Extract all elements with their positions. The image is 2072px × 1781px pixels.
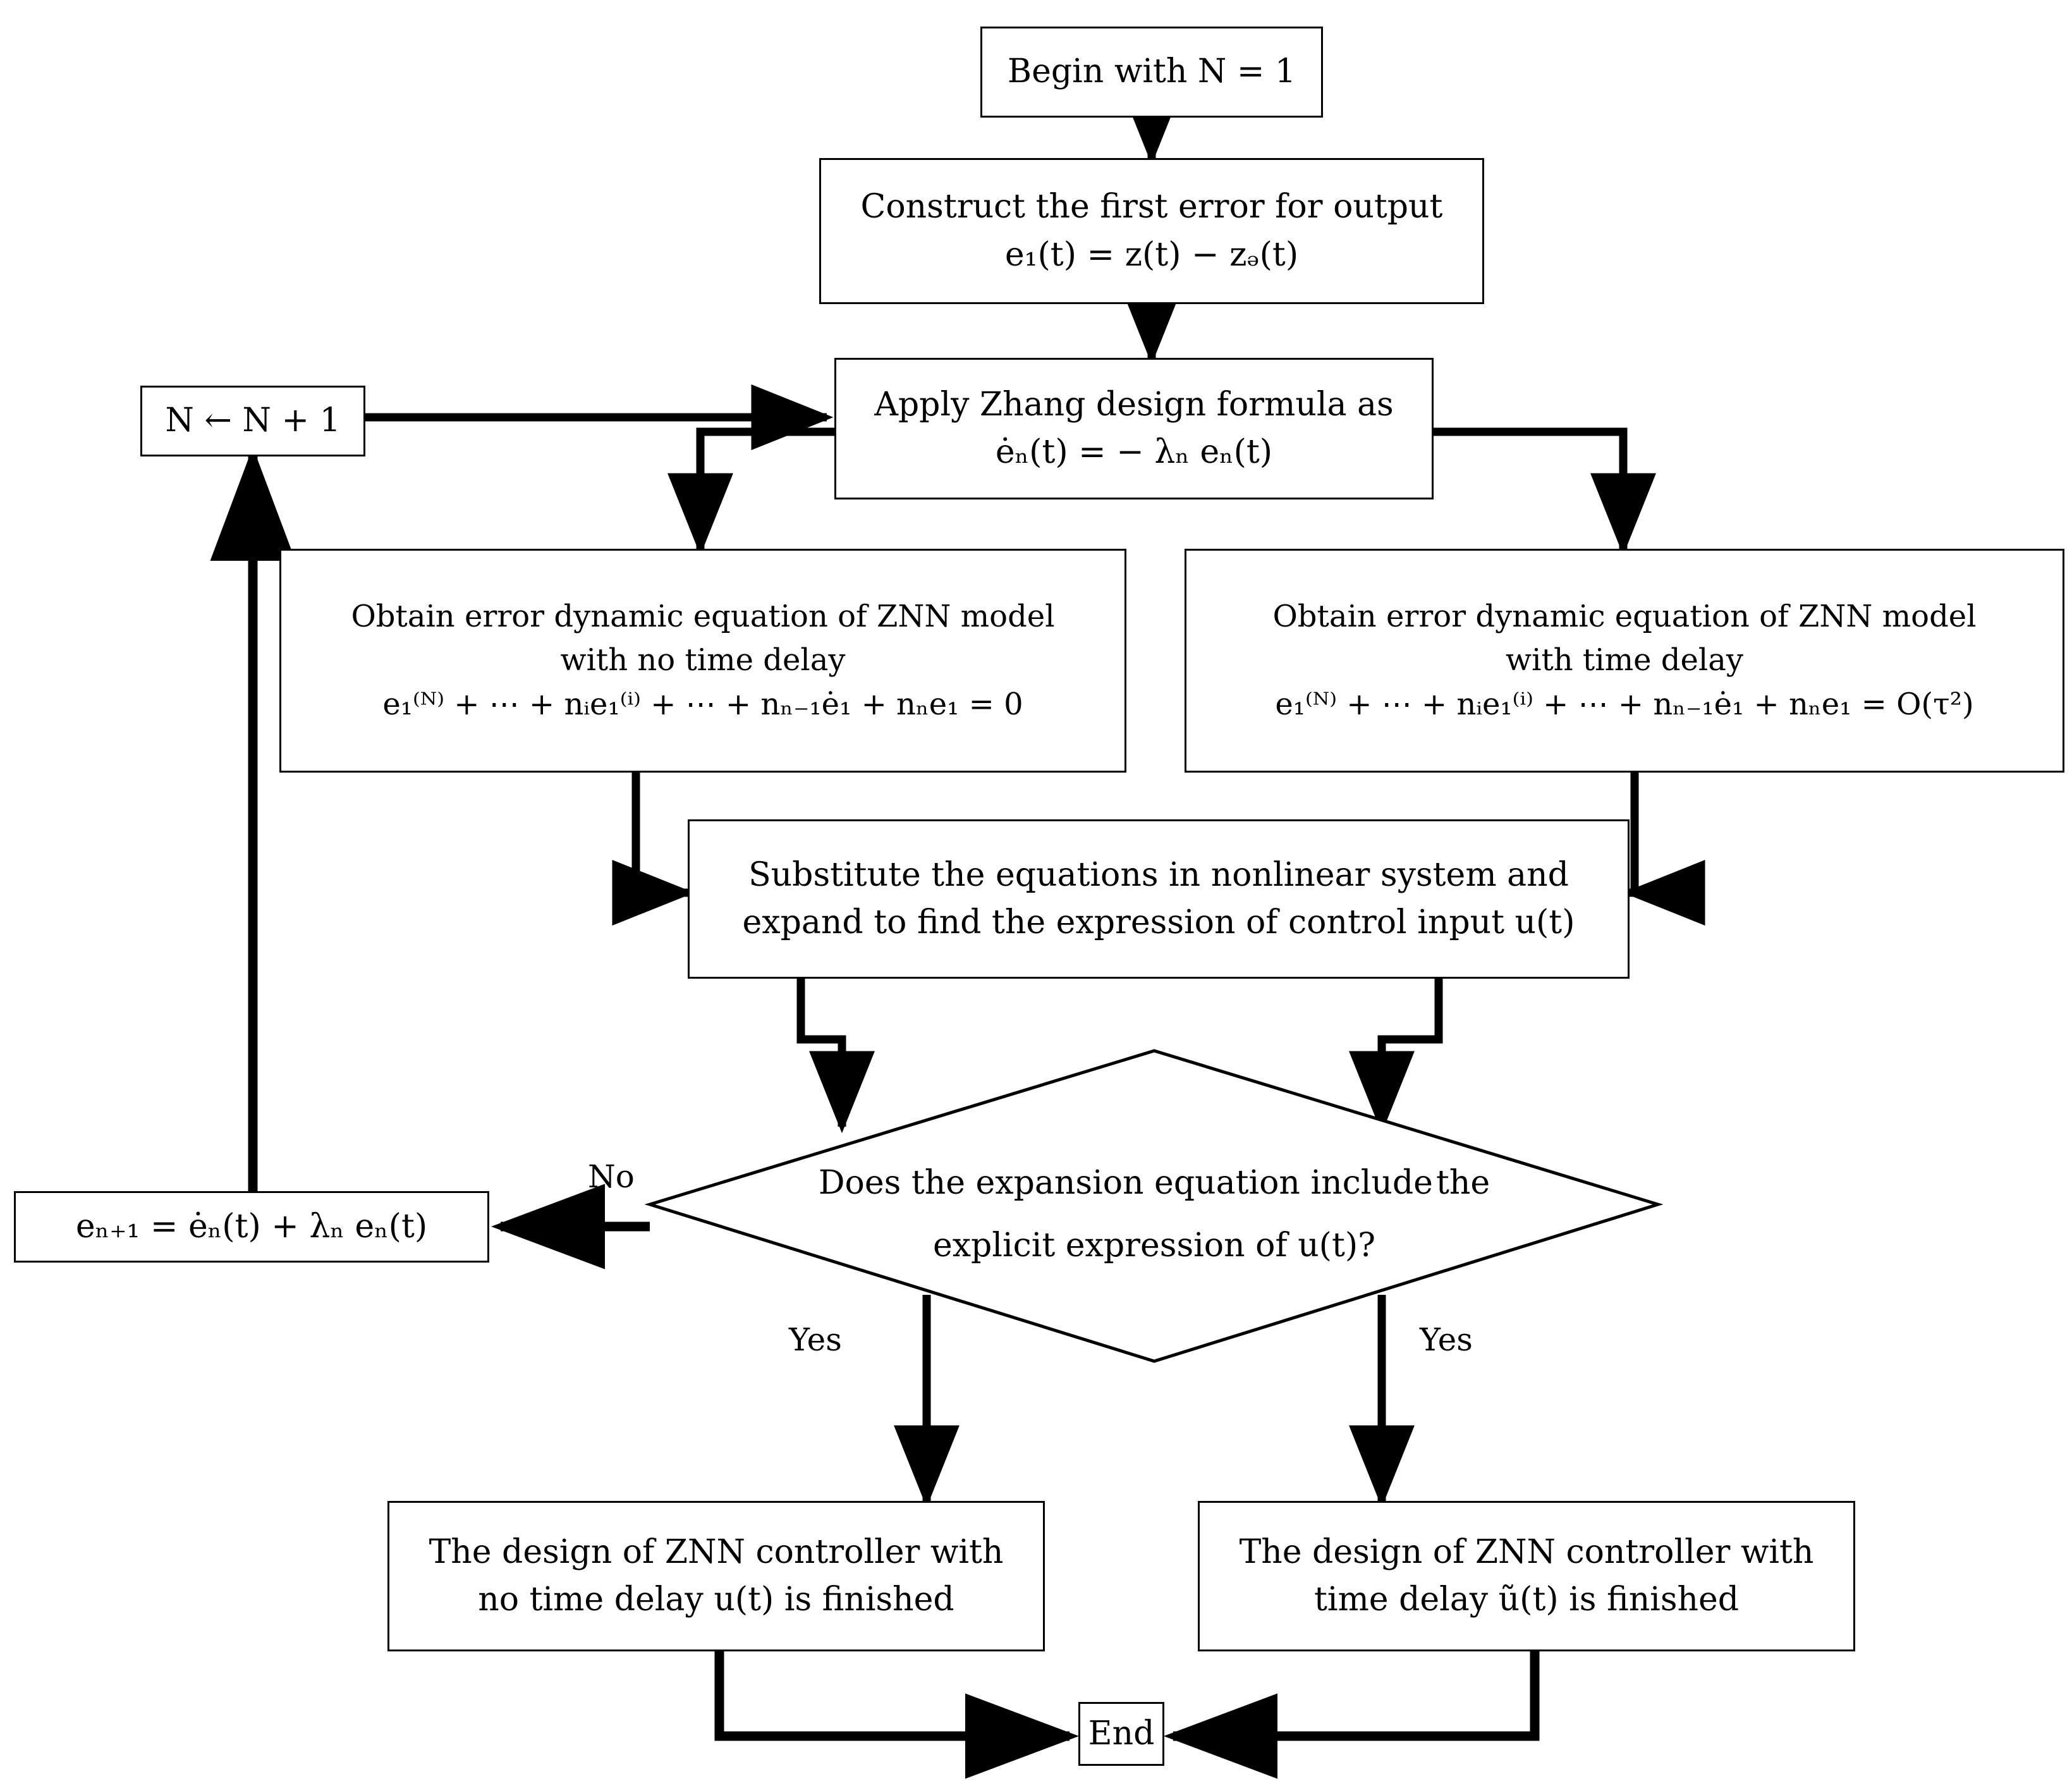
- edge-substitute-to-decision-right: [1349, 979, 1443, 1134]
- node-decision-text: Does the expansion equation include the …: [765, 1152, 1544, 1277]
- node-error-update: eₙ₊₁ = ėₙ(t) + λₙ eₙ(t): [14, 1191, 489, 1263]
- node-obtain-delay-line1: Obtain error dynamic equation of ZNN mod…: [1272, 598, 1977, 634]
- node-construct-line1: Construct the first error for output: [860, 188, 1443, 226]
- node-obtain-no-delay-line3: e₁⁽ᴺ⁾ + ⋯ + nᵢe₁⁽ⁱ⁾ + ⋯ + nₙ₋₁ė₁ + nₙe₁ …: [382, 686, 1023, 722]
- node-substitute: Substitute the equations in nonlinear sy…: [688, 819, 1630, 979]
- decision-diamond: [644, 1049, 1664, 1363]
- node-increment-line1: N ← N + 1: [165, 401, 341, 440]
- node-apply-line1: Apply Zhang design formula as: [874, 385, 1394, 424]
- edge-obtain-delay-to-substitute: [1623, 773, 1705, 926]
- node-obtain-delay-line3: e₁⁽ᴺ⁾ + ⋯ + nᵢe₁⁽ⁱ⁾ + ⋯ + nₙ₋₁ė₁ + nₙe₁ …: [1275, 686, 1974, 722]
- node-substitute-line1: Substitute the equations in nonlinear sy…: [748, 855, 1569, 894]
- node-finish-no-delay-line1: The design of ZNN controller with: [429, 1533, 1004, 1571]
- node-construct-line2: e₁(t) = z(t) − zₔ(t): [1004, 235, 1299, 274]
- node-decision-line1: Does the expansion equation include: [818, 1164, 1433, 1202]
- node-construct: Construct the first error for output e₁(…: [819, 158, 1484, 304]
- node-error-update-line1: eₙ₊₁ = ėₙ(t) + λₙ eₙ(t): [75, 1207, 428, 1245]
- edge-finish-no-delay-to-end: [714, 1651, 1079, 1779]
- node-finish-no-delay-line2: no time delay u(t) is finished: [478, 1581, 954, 1619]
- node-obtain-delay: Obtain error dynamic equation of ZNN mod…: [1185, 549, 2064, 773]
- node-end-line1: End: [1088, 1714, 1155, 1753]
- edge-apply-to-obtain-no-delay: [667, 427, 834, 556]
- edge-substitute-to-decision-left: [796, 979, 875, 1134]
- node-substitute-line2: expand to find the expression of control…: [742, 903, 1575, 941]
- node-apply: Apply Zhang design formula as ėₙ(t) = − …: [834, 358, 1434, 499]
- node-finish-delay-line2: time delay ũ(t) is finished: [1313, 1581, 1740, 1619]
- node-obtain-no-delay-line1: Obtain error dynamic equation of ZNN mod…: [351, 598, 1055, 634]
- edge-apply-to-obtain-delay: [1434, 427, 1656, 556]
- edge-label-yes-left: Yes: [789, 1321, 842, 1358]
- edge-label-yes-right: Yes: [1420, 1321, 1473, 1358]
- edge-obtain-no-delay-to-substitute: [612, 773, 695, 926]
- node-finish-no-delay: The design of ZNN controller with no tim…: [387, 1501, 1045, 1651]
- node-decision-line2: the explicit expression of u(t)?: [932, 1164, 1490, 1264]
- edge-finish-delay-to-end: [1164, 1651, 1540, 1779]
- edge-label-no: No: [588, 1158, 635, 1195]
- node-apply-line2: ėₙ(t) = − λₙ eₙ(t): [995, 433, 1273, 471]
- node-increment: N ← N + 1: [140, 386, 365, 456]
- node-obtain-delay-line2: with time delay: [1506, 642, 1743, 678]
- node-begin: Begin with N = 1: [980, 27, 1323, 118]
- node-end: End: [1078, 1702, 1164, 1766]
- node-finish-delay: The design of ZNN controller with time d…: [1198, 1501, 1855, 1651]
- node-obtain-no-delay-line2: with no time delay: [560, 642, 846, 678]
- node-begin-line1: Begin with N = 1: [1007, 52, 1296, 91]
- node-finish-delay-line1: The design of ZNN controller with: [1239, 1533, 1814, 1571]
- node-obtain-no-delay: Obtain error dynamic equation of ZNN mod…: [279, 549, 1126, 773]
